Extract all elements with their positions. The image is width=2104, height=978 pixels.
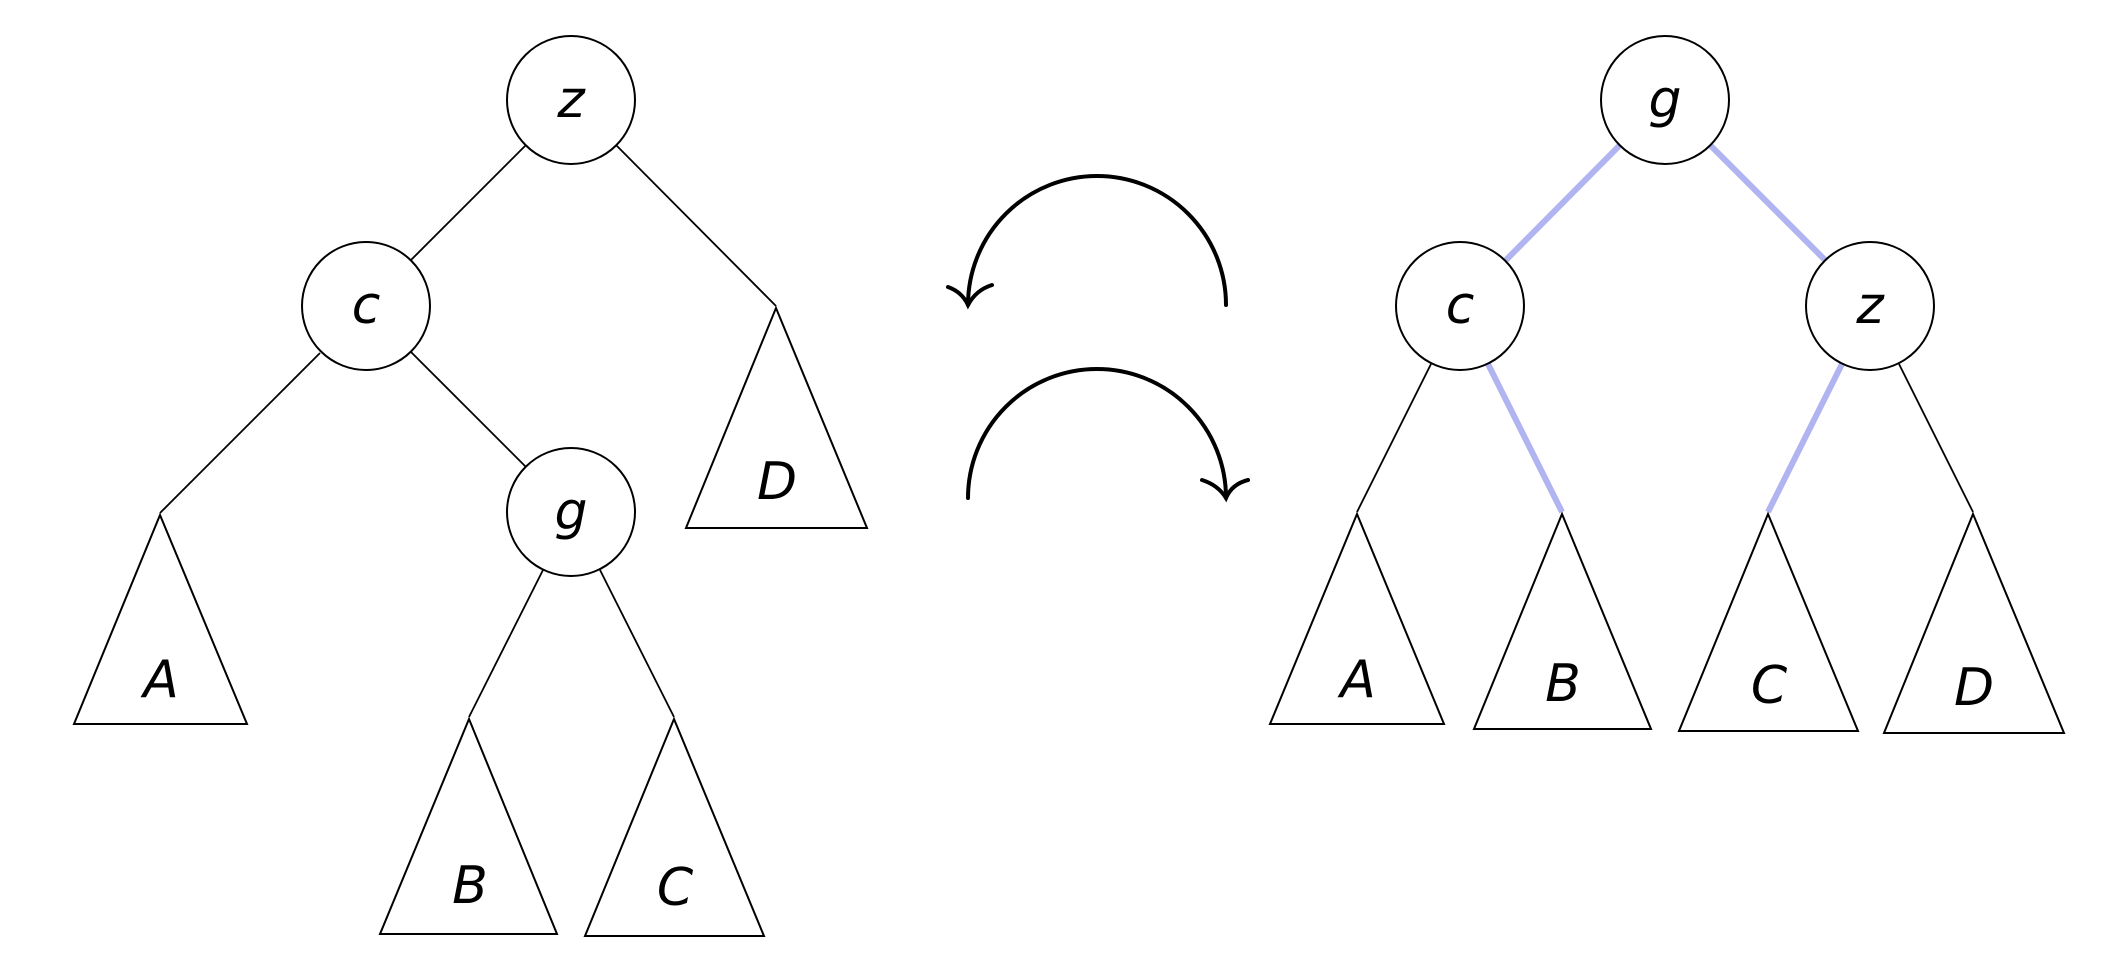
node-c: c [1395, 241, 1525, 371]
node-z-label: z [556, 70, 586, 130]
edge-z-d [1898, 363, 1974, 513]
before-tree: A B C D z c g [72, 35, 869, 937]
edge-c-a [159, 352, 321, 514]
node-g-label: g [554, 482, 587, 542]
curved-arrow-right-icon [966, 367, 1250, 503]
node-z: z [1805, 241, 1935, 371]
subtree-b-label: B [1545, 654, 1581, 714]
subtree-a: A [72, 512, 249, 725]
subtree-d-label: D [1954, 658, 1994, 718]
node-c: c [301, 241, 431, 371]
subtree-d: D [1882, 511, 2066, 734]
edge-g-z-highlight [1707, 142, 1828, 263]
node-c-label: c [352, 276, 381, 336]
node-g-label: g [1648, 70, 1681, 130]
node-g: g [1600, 35, 1730, 165]
edge-c-b-highlight [1485, 362, 1565, 514]
subtree-d-label: D [757, 452, 797, 512]
subtree-b-label: B [452, 856, 488, 916]
subtree-c: C [583, 716, 766, 937]
node-z-label: z [1855, 276, 1885, 336]
subtree-b: B [378, 716, 559, 935]
subtree-a-label: A [140, 650, 179, 710]
edge-c-g [410, 351, 527, 468]
subtree-a-label: A [1337, 650, 1376, 710]
after-tree: A B C D g c z [1268, 35, 2066, 734]
subtree-d: D [684, 305, 869, 529]
edge-z-d [615, 144, 777, 307]
node-g: g [506, 447, 636, 577]
edge-g-b [468, 569, 544, 718]
node-z: z [506, 35, 636, 165]
edge-z-c-highlight [1765, 362, 1845, 514]
curved-arrow-left-icon [946, 174, 1228, 310]
subtree-a: A [1268, 511, 1446, 725]
node-c-label: c [1446, 276, 1475, 336]
subtree-c-label: C [657, 858, 694, 918]
subtree-b: B [1472, 511, 1653, 730]
edge-c-a [1356, 363, 1432, 513]
subtree-c-label: C [1751, 656, 1788, 716]
edge-g-c [599, 569, 675, 718]
rotation-arrows [946, 174, 1250, 503]
edge-z-c [410, 144, 527, 261]
edge-g-c-highlight [1503, 142, 1623, 263]
subtree-c: C [1677, 511, 1860, 732]
